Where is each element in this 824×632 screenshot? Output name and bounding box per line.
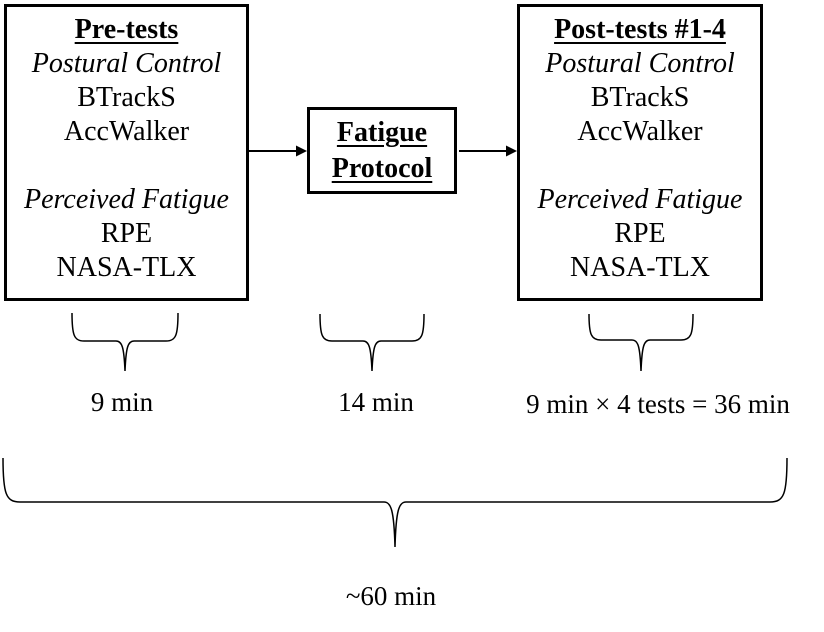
pre-tests-box: Pre-tests Postural Control BTrackS AccWa… <box>4 4 249 301</box>
fatigue-protocol-box: Fatigue Protocol <box>307 107 457 194</box>
post-perceived-fatigue-label: Perceived Fatigue <box>537 184 743 215</box>
brace-post-duration-icon <box>588 313 694 372</box>
post-duration-label: 9 min × 4 tests = 36 min <box>526 389 790 419</box>
post-btracks-label: BTrackS <box>590 82 690 113</box>
post-box-spacer <box>520 149 760 183</box>
brace-fatigue-duration-icon <box>319 313 425 372</box>
pre-postural-control-label: Postural Control <box>31 48 222 79</box>
pre-box-spacer <box>7 149 246 183</box>
post-nasa-tlx-label: NASA-TLX <box>570 252 710 283</box>
post-accwalker-label: AccWalker <box>577 116 703 147</box>
fatigue-protocol-title-line2: Protocol <box>331 152 433 184</box>
arrow-pre-to-fatigue-icon <box>249 145 307 157</box>
post-postural-control-label: Postural Control <box>545 48 735 79</box>
fatigue-protocol-title-line1: Fatigue <box>336 116 428 148</box>
pre-accwalker-label: AccWalker <box>63 116 190 147</box>
post-tests-box: Post-tests #1-4 Postural Control BTrackS… <box>517 4 763 301</box>
post-tests-title: Post-tests #1-4 <box>554 14 726 45</box>
pre-btracks-label: BTrackS <box>77 82 176 113</box>
pre-tests-title: Pre-tests <box>74 14 179 45</box>
fatigue-duration-label: 14 min <box>338 387 414 417</box>
brace-total-duration-icon <box>2 457 788 548</box>
pre-nasa-tlx-label: NASA-TLX <box>56 252 197 283</box>
arrow-fatigue-to-post-icon <box>459 145 517 157</box>
pre-perceived-fatigue-label: Perceived Fatigue <box>24 184 229 215</box>
pre-rpe-label: RPE <box>100 218 153 249</box>
total-duration-label: ~60 min <box>345 581 437 611</box>
brace-pre-duration-icon <box>71 312 179 372</box>
post-rpe-label: RPE <box>614 218 666 249</box>
pre-duration-label: 9 min <box>90 387 154 417</box>
